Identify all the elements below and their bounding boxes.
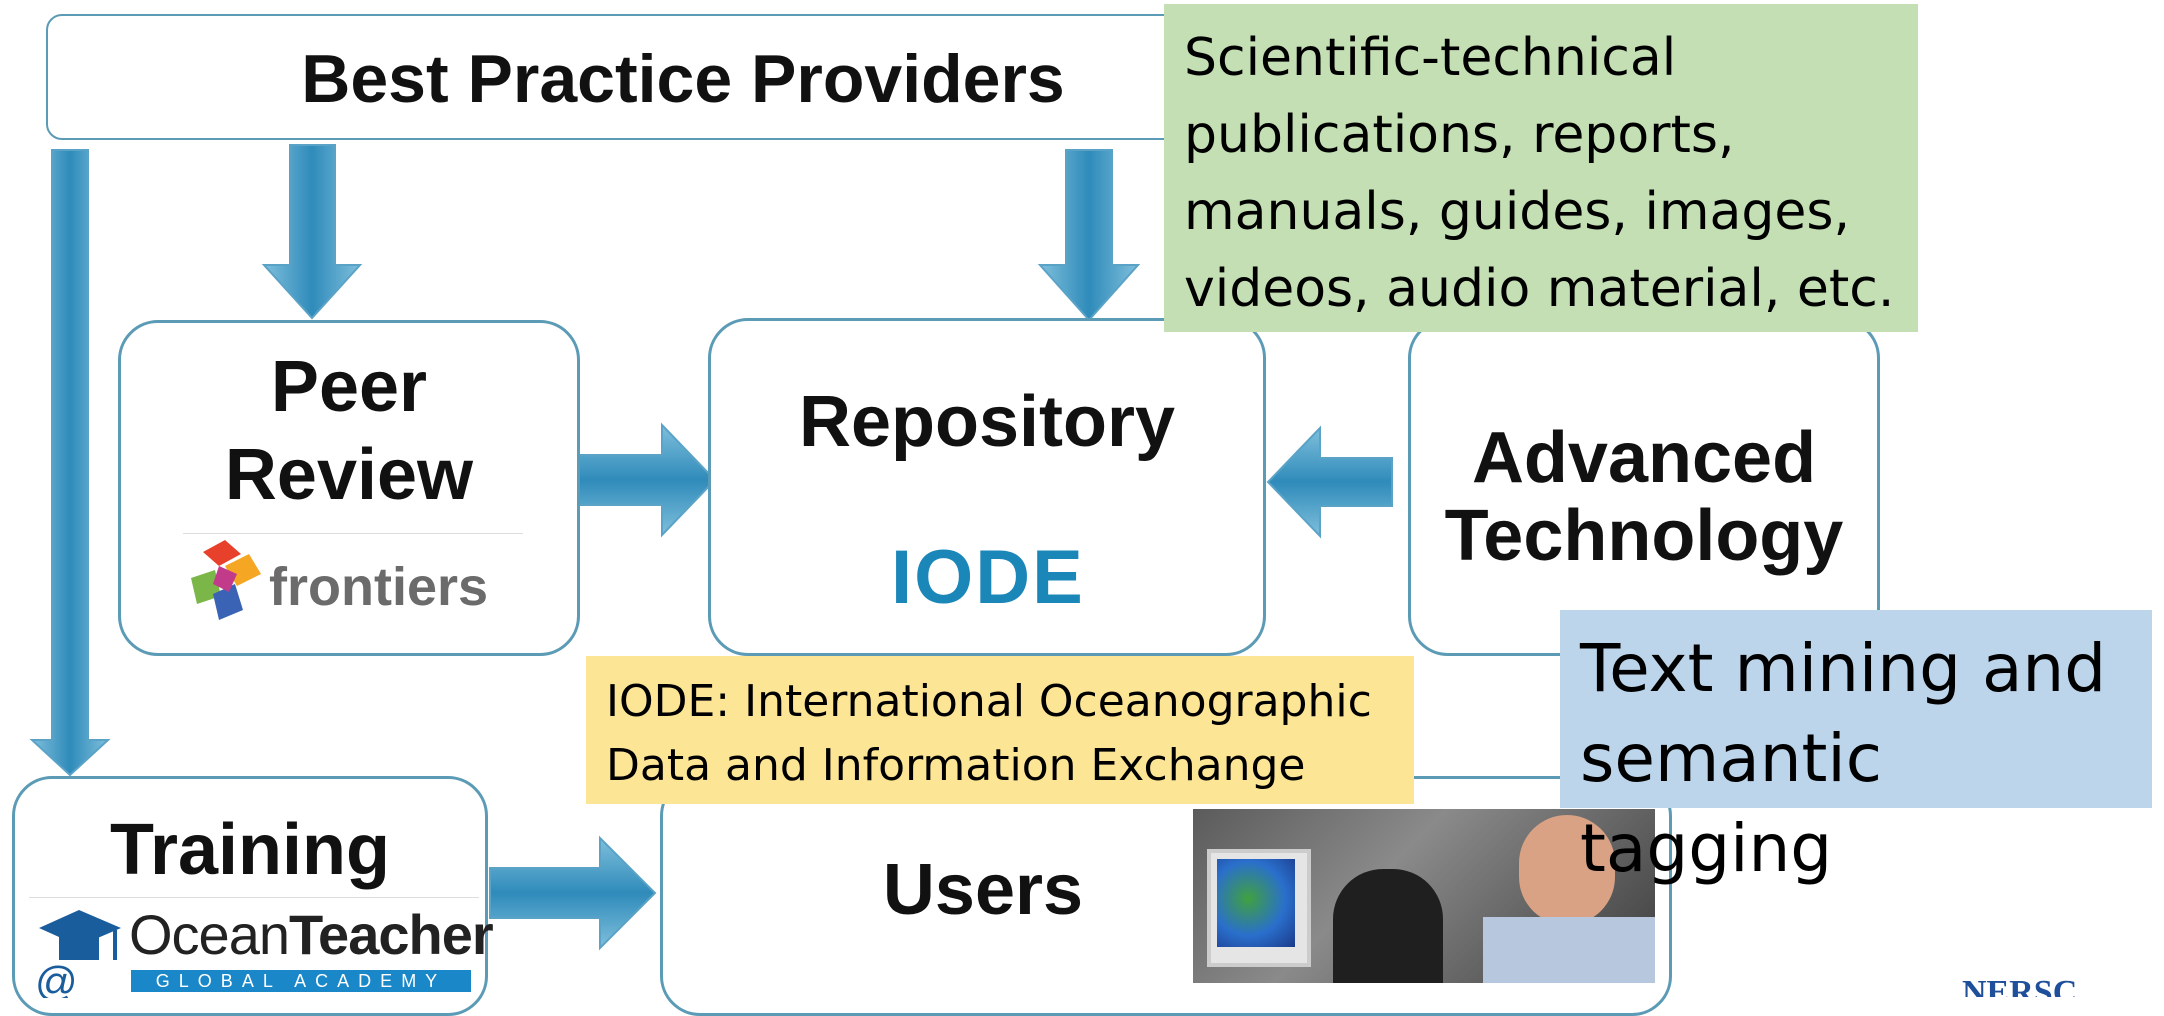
- publications-note: Scientific-technical publications, repor…: [1164, 4, 1918, 332]
- peer-review-label: Peer Review: [121, 343, 577, 519]
- iode-definition-line1: IODE: International Oceanographic: [606, 676, 1372, 727]
- advanced-technology-box: Advanced Technology: [1408, 318, 1880, 656]
- iode-logo: IODE: [891, 535, 1085, 620]
- text-mining-line1: Text mining and: [1580, 630, 2107, 707]
- arrow-providers-to-repository: [1037, 149, 1141, 322]
- svg-text:@: @: [35, 958, 78, 998]
- person-left: [1333, 869, 1443, 983]
- monitor-screen: [1207, 849, 1311, 967]
- text-mining-note: Text mining and semantic tagging: [1560, 610, 2152, 887]
- person-right-body: [1483, 917, 1655, 983]
- oceanteacher-b: Teacher: [289, 903, 494, 966]
- users-photo: [1193, 809, 1655, 983]
- map-display: [1217, 859, 1295, 947]
- providers-label: Best Practice Providers: [301, 41, 1065, 117]
- users-box: Users: [660, 776, 1672, 1016]
- training-label: Training: [109, 810, 391, 890]
- oceanteacher-wordmark: OceanTeacher: [129, 902, 494, 967]
- nersc-wordmark: NERSC: [1962, 976, 2078, 997]
- repository-box: Repository IODE: [708, 318, 1266, 656]
- arrow-providers-to-peer-review: [261, 144, 363, 320]
- iode-definition-line2: Data and Information Exchange: [606, 740, 1306, 791]
- text-mining-line2: semantic tagging: [1580, 720, 1883, 887]
- users-label: Users: [882, 850, 1084, 930]
- advanced-line2: Technology: [1444, 496, 1844, 576]
- peer-review-line2: Review: [224, 435, 474, 515]
- person-right-head: [1519, 815, 1615, 925]
- providers-box: Best Practice Providers: [46, 14, 1276, 140]
- peer-review-line1: Peer: [270, 347, 428, 427]
- training-box: Training @ OceanTeacher GLOBAL ACADEMY: [12, 776, 494, 1016]
- arrow-training-to-users: [489, 835, 657, 951]
- frontiers-wordmark: frontiers: [269, 557, 489, 617]
- graduation-cap-icon: @: [35, 910, 121, 998]
- oceanteacher-logo: @ OceanTeacher GLOBAL ACADEMY: [29, 897, 494, 998]
- iode-logo-text: IODE: [891, 534, 1085, 620]
- repository-label: Repository: [798, 382, 1176, 462]
- arrow-advanced-to-repository: [1266, 425, 1393, 539]
- advanced-line1: Advanced: [1471, 418, 1817, 498]
- nersc-logo: NERSC: [1962, 976, 2077, 997]
- arrow-peer-review-to-repository: [571, 422, 717, 538]
- arrow-providers-to-training: [29, 149, 111, 777]
- oceanteacher-a: Ocean: [129, 903, 290, 966]
- frontiers-logo: frontiers: [183, 533, 523, 630]
- iode-definition-note: IODE: International Oceanographic Data a…: [586, 656, 1414, 804]
- frontiers-cube-icon: [191, 540, 261, 620]
- peer-review-box: Peer Review frontiers: [118, 320, 580, 656]
- advanced-technology-label: Advanced Technology: [1411, 419, 1877, 575]
- oceanteacher-sub: GLOBAL ACADEMY: [131, 970, 471, 992]
- publications-text: Scientific-technical publications, repor…: [1184, 28, 1895, 319]
